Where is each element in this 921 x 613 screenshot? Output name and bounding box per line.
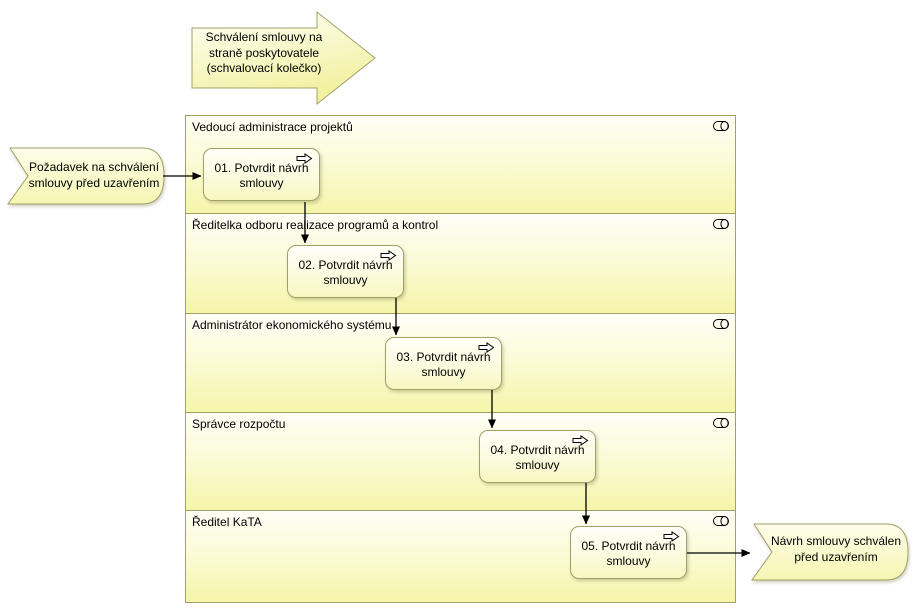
end-event[interactable] xyxy=(750,522,912,584)
task-label: 05. Potvrdit návrh smlouvy xyxy=(581,538,676,568)
process-arrow-icon xyxy=(380,250,397,261)
task-label: 03. Potvrdit návrh smlouvy xyxy=(396,349,491,379)
lane-role-label: Vedoucí administrace projektů xyxy=(192,120,353,134)
task-label: 04. Potvrdit návrh smlouvy xyxy=(490,442,585,472)
process-arrow-icon xyxy=(572,435,589,446)
lane-role-label: Administrátor ekonomického systému xyxy=(192,318,392,332)
business-role-icon xyxy=(713,219,729,229)
process-arrow-icon xyxy=(478,342,495,353)
process-arrow-icon xyxy=(663,531,680,542)
task-box-02[interactable]: 02. Potvrdit návrh smlouvy xyxy=(287,245,404,298)
lane-role-label: Správce rozpočtu xyxy=(192,417,286,431)
start-event-label: Požadavek na schválení smlouvy před uzav… xyxy=(28,160,160,190)
end-event-label: Návrh smlouvy schválen před uzavřením xyxy=(770,534,902,564)
business-role-icon xyxy=(713,319,729,329)
task-label: 02. Potvrdit návrh smlouvy xyxy=(298,257,393,287)
task-box-01[interactable]: 01. Potvrdit návrh smlouvy xyxy=(203,148,320,201)
lane-spravce-rozpoctu[interactable]: Správce rozpočtu xyxy=(186,413,735,511)
lane-role-label: Ředitel KaTA xyxy=(192,515,262,529)
task-box-04[interactable]: 04. Potvrdit návrh smlouvy xyxy=(479,430,596,483)
lane-role-label: Ředitelka odboru realizace programů a ko… xyxy=(192,218,439,232)
task-label: 01. Potvrdit návrh smlouvy xyxy=(214,160,309,190)
lane-administrator-ekonomickeho[interactable]: Administrátor ekonomického systému xyxy=(186,314,735,413)
banner-label: Schválení smlouvy na straně poskytovatel… xyxy=(205,30,323,76)
banner-arrow-shape[interactable] xyxy=(185,8,385,108)
lane-reditelka-odboru[interactable]: Ředitelka odboru realizace programů a ko… xyxy=(186,214,735,314)
task-box-05[interactable]: 05. Potvrdit návrh smlouvy xyxy=(570,526,687,579)
process-arrow-icon xyxy=(296,153,313,164)
business-role-icon xyxy=(713,418,729,428)
task-box-03[interactable]: 03. Potvrdit návrh smlouvy xyxy=(385,337,502,390)
swimlane-pool: Vedoucí administrace projektů Ředitelka … xyxy=(185,115,736,603)
business-role-icon xyxy=(713,121,729,131)
business-role-icon xyxy=(713,516,729,526)
